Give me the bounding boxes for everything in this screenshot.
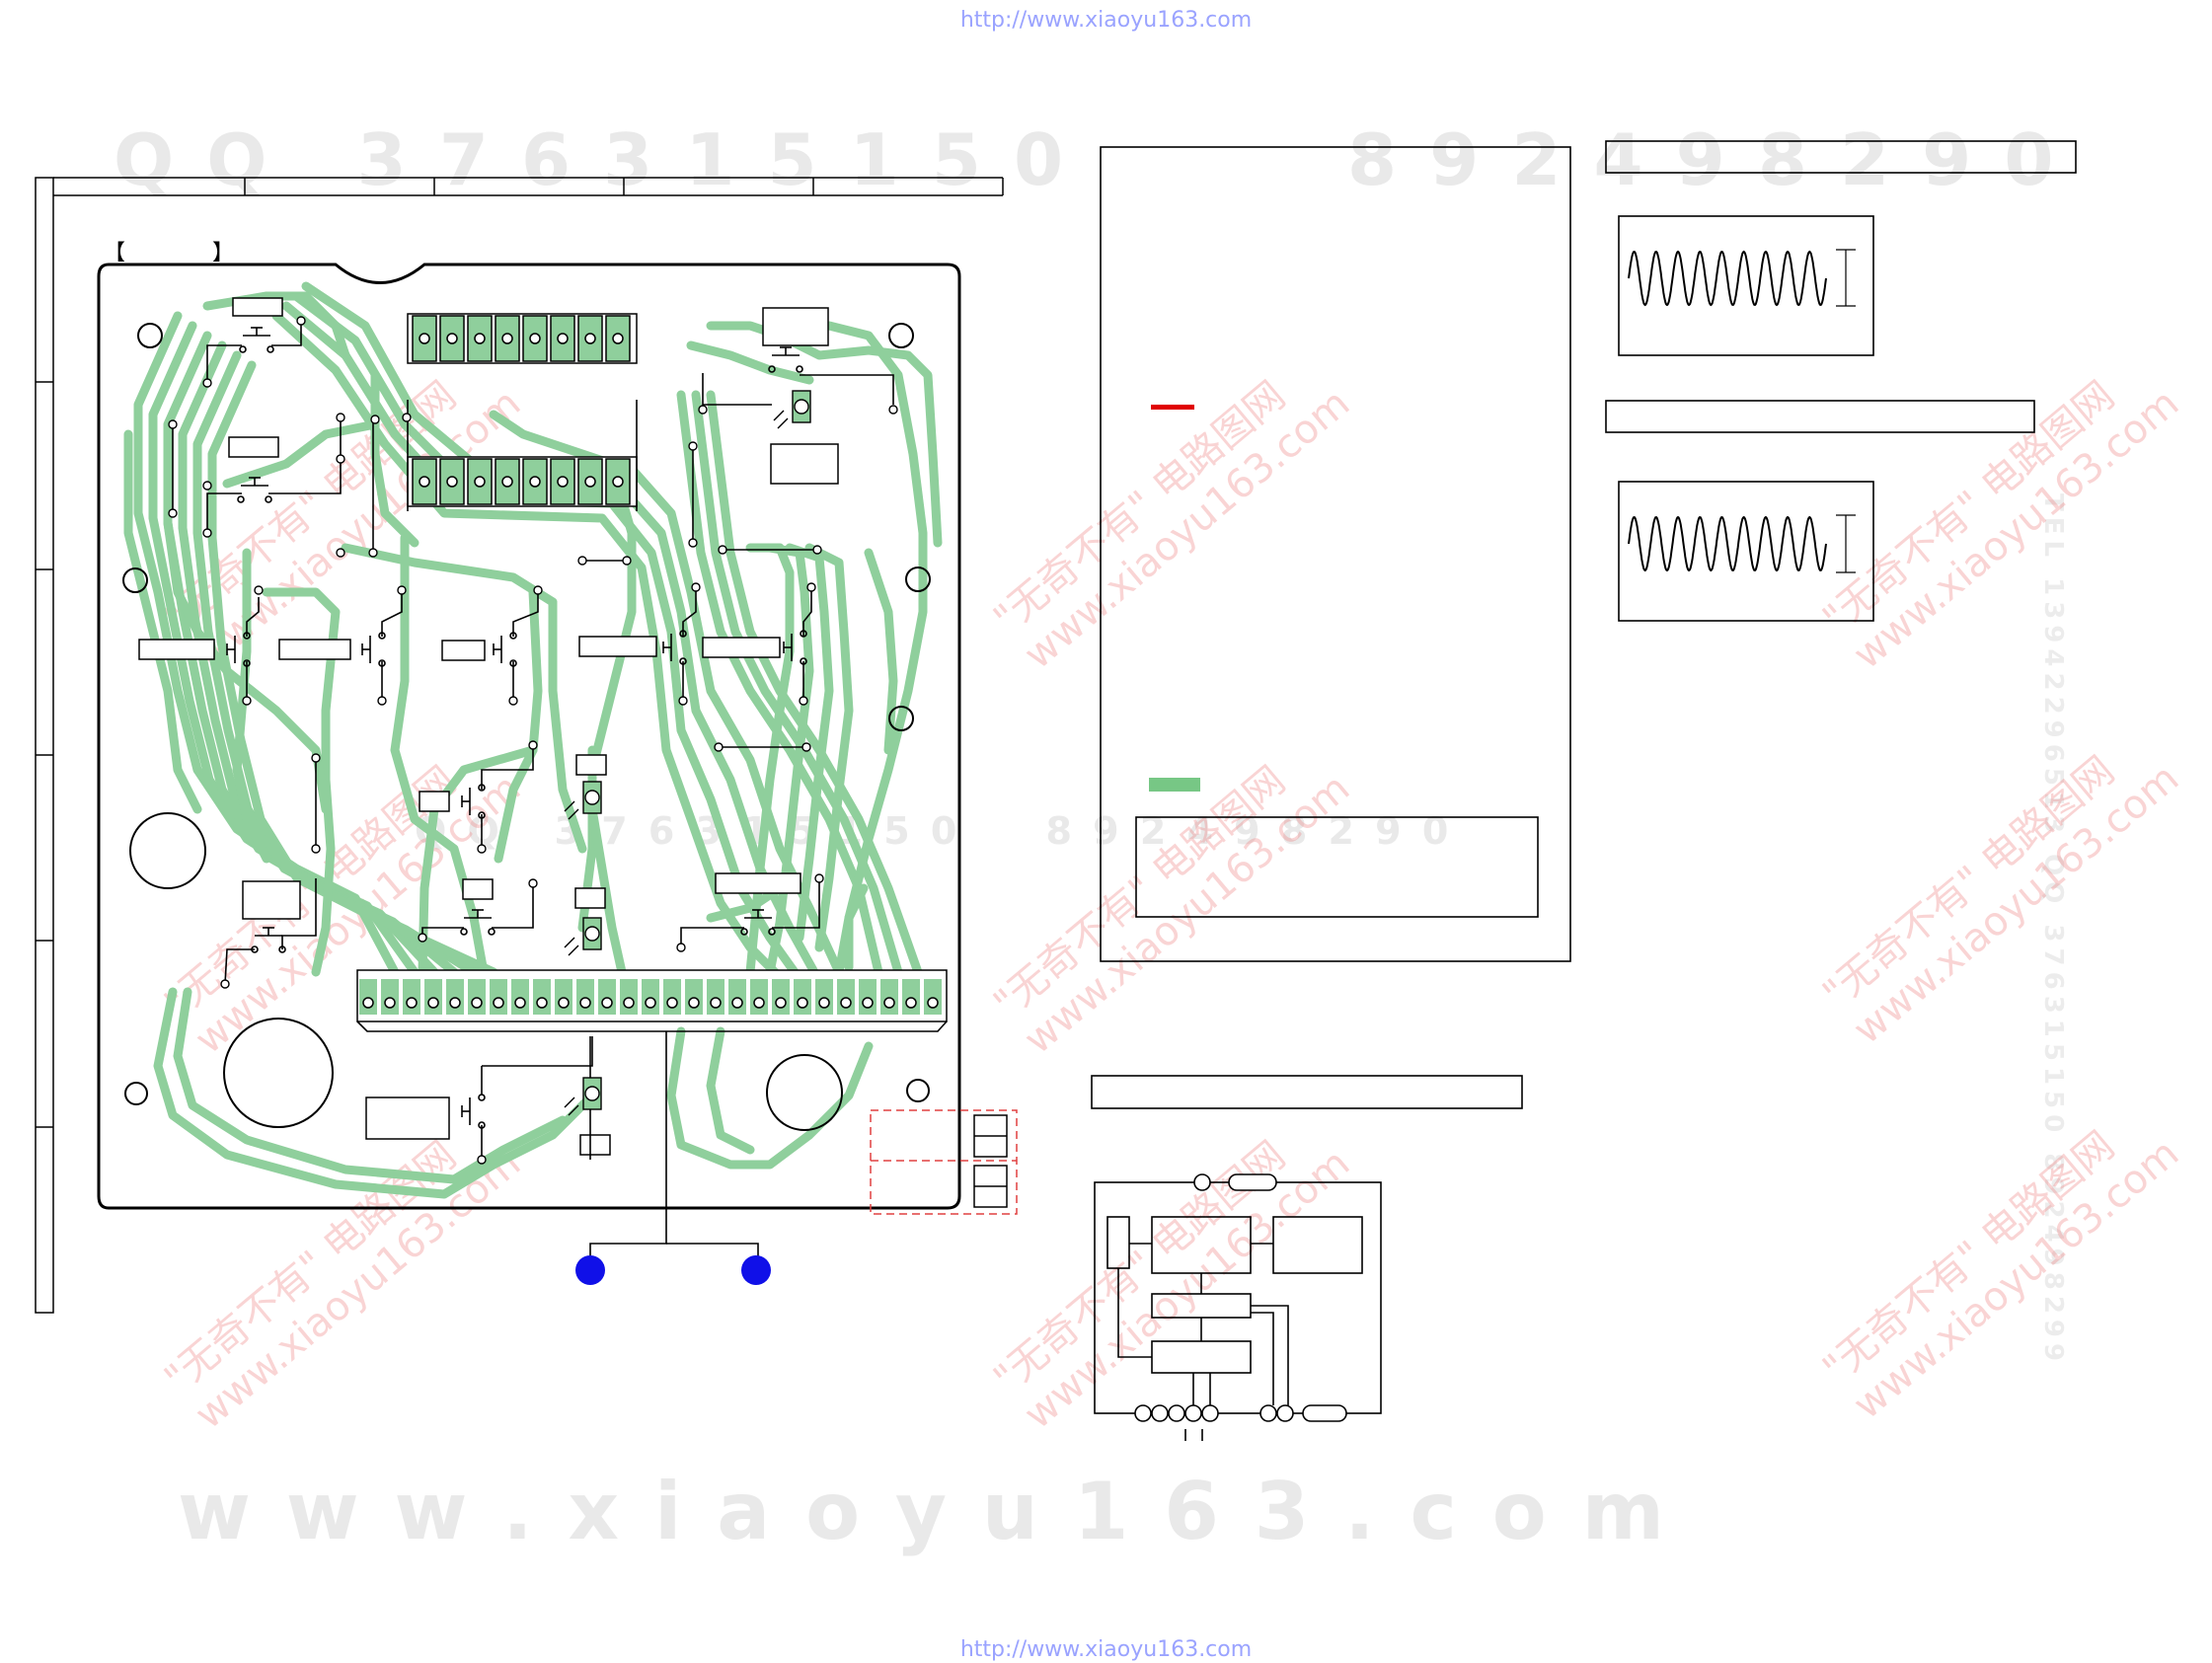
connector-pad-hole — [818, 997, 830, 1009]
connector-pad — [555, 979, 572, 1015]
solder-pads — [168, 316, 898, 1165]
connector-pad-hole — [666, 997, 678, 1009]
connector-pad-hole — [471, 997, 483, 1009]
connector-pad — [533, 979, 551, 1015]
connector-pad — [359, 979, 377, 1015]
connector-pad-hole — [579, 997, 591, 1009]
connector-pad-hole — [645, 997, 656, 1009]
connector-pad — [902, 979, 920, 1015]
dashed-side-box — [870, 1109, 1018, 1215]
watermark-tel-vertical: TEL 13942296513 QQ 376315150 892498299 — [2038, 493, 2068, 1368]
connector-pad — [815, 979, 833, 1015]
board-title-bracket-right: 】 — [212, 240, 235, 265]
top-connector-row-2 — [407, 456, 638, 507]
sheet-frame — [35, 177, 1004, 1314]
connector-pad — [620, 979, 638, 1015]
connector-pad — [490, 979, 507, 1015]
connector-pad-hole — [427, 997, 439, 1009]
tact-switches — [226, 327, 807, 1129]
connector-pad-hole — [775, 997, 787, 1009]
connector-pad-hole — [753, 997, 765, 1009]
connector-pad — [685, 979, 703, 1015]
connector-pad — [446, 979, 464, 1015]
connector-pad-hole — [449, 997, 461, 1009]
connector-pad-hole — [731, 997, 743, 1009]
connector-pad-hole — [710, 997, 722, 1009]
component-boxes — [138, 297, 839, 1156]
connector-pad — [880, 979, 898, 1015]
connector-pad-hole — [536, 997, 548, 1009]
legend-red-swatch — [1151, 405, 1194, 410]
pcb-traces — [123, 281, 943, 1199]
board-outline — [97, 263, 961, 1210]
watermark-digits-top-right: 8 9 2 4 9 8 2 9 0 — [1347, 118, 2058, 201]
footer-url[interactable]: http://www.xiaoyu163.com — [959, 1637, 1253, 1662]
connector-pad-hole — [883, 997, 895, 1009]
connector-pad — [576, 979, 594, 1015]
top-connector-row-1 — [407, 313, 638, 364]
connector-pad-hole — [797, 997, 808, 1009]
legend-green-swatch — [1149, 778, 1200, 792]
connector-pad-hole — [406, 997, 418, 1009]
connector-pad — [663, 979, 681, 1015]
watermark-digits-top-left: Q Q 3 7 6 3 1 5 1 5 0 — [114, 118, 1068, 201]
connector-pad — [924, 979, 942, 1015]
connector-pad — [642, 979, 659, 1015]
connector-pad-hole — [514, 997, 526, 1009]
connector-pad-hole — [601, 997, 613, 1009]
watermark-website-bottom: w w w . x i a o y u 1 6 3 . c o m — [178, 1466, 1668, 1557]
notes-panel — [1100, 146, 1571, 962]
connector-pad — [859, 979, 877, 1015]
connector-pad — [750, 979, 768, 1015]
connector-pad-hole — [862, 997, 874, 1009]
connector-pad — [772, 979, 790, 1015]
connector-pad-hole — [623, 997, 635, 1009]
connector-pad-hole — [558, 997, 570, 1009]
waveform-panel-1 — [1605, 140, 2077, 356]
wire-lines — [172, 321, 948, 1261]
block-diagram — [1091, 1075, 1523, 1441]
connector-pad — [381, 979, 399, 1015]
connector-pad-hole — [362, 997, 374, 1009]
waveform-panel-2 — [1605, 400, 2035, 622]
header-url[interactable]: http://www.xiaoyu163.com — [959, 8, 1253, 33]
connector-pad-hole — [688, 997, 700, 1009]
connector-pad — [511, 979, 529, 1015]
connector-pad — [468, 979, 486, 1015]
connector-pad — [598, 979, 616, 1015]
connector-pad — [794, 979, 811, 1015]
connector-pad — [403, 979, 420, 1015]
connector-pad-hole — [840, 997, 852, 1009]
bottom-connector — [356, 969, 948, 1022]
board-title-bracket-left: 【 — [104, 240, 126, 265]
connector-pad — [707, 979, 725, 1015]
led-symbols — [564, 390, 811, 1116]
connector-pad — [424, 979, 442, 1015]
connector-pad-hole — [493, 997, 504, 1009]
mounting-holes — [122, 323, 931, 1131]
connector-pad — [728, 979, 746, 1015]
connector-pad-hole — [927, 997, 939, 1009]
connector-pad-hole — [905, 997, 917, 1009]
connector-pad-hole — [384, 997, 396, 1009]
connector-terminals — [575, 1255, 771, 1285]
connector-pad — [837, 979, 855, 1015]
